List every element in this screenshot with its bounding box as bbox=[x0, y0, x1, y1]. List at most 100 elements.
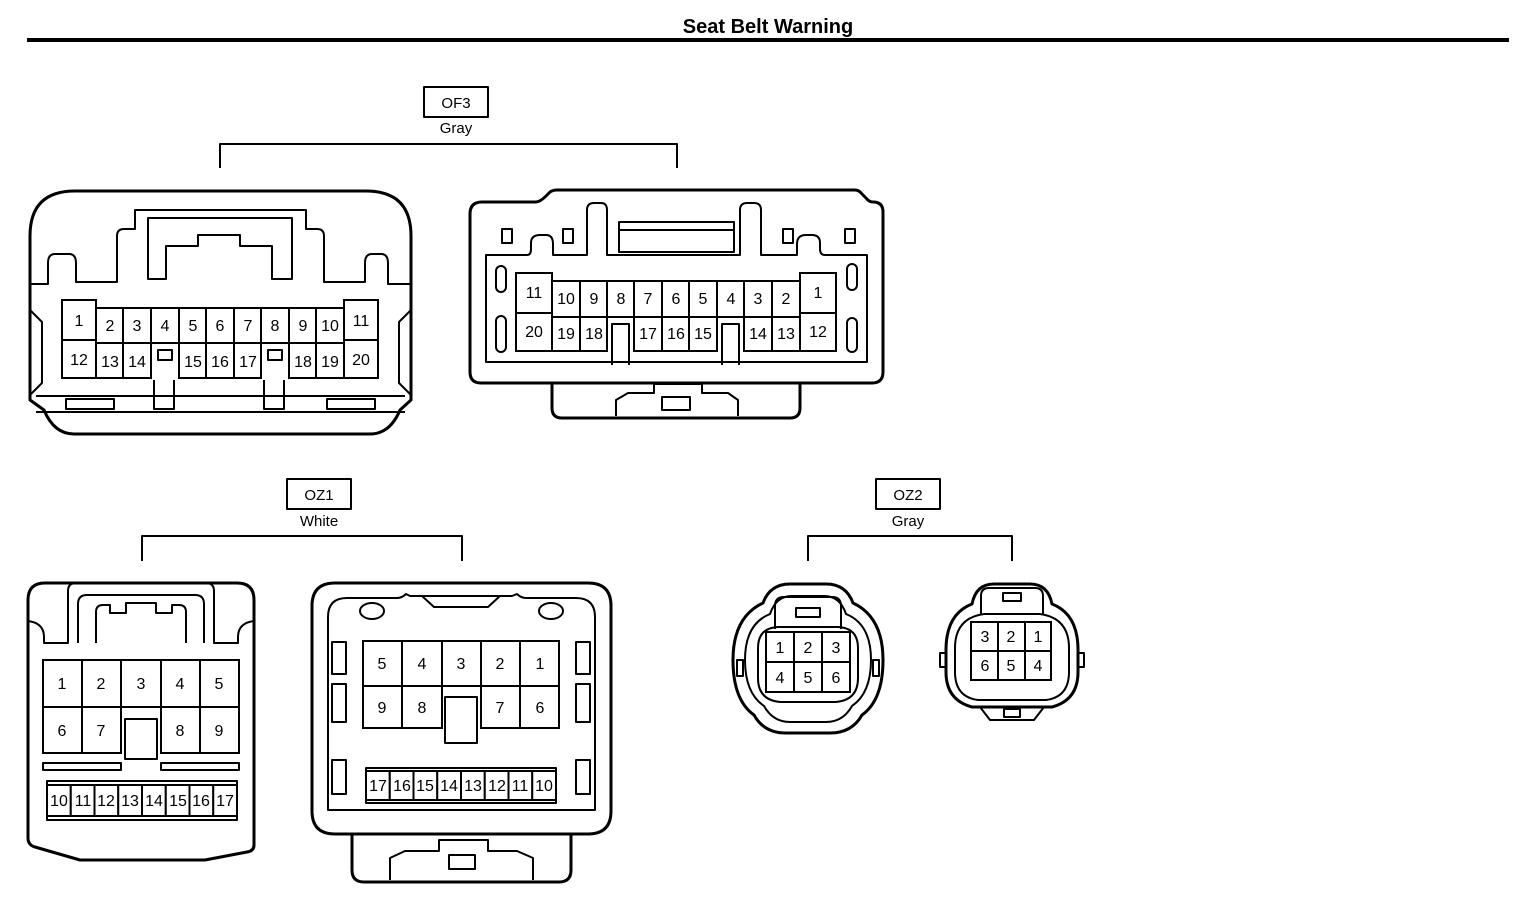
oz1-female-pin-grid: 1 2 3 4 5 6 7 8 9 10 11 12 13 14 15 16 1… bbox=[42, 659, 240, 821]
pin-label: 2 bbox=[97, 676, 106, 693]
pin-label: 5 bbox=[804, 670, 813, 687]
oz1-color: White bbox=[300, 513, 338, 530]
pin-label: 6 bbox=[536, 700, 545, 717]
pin-label: 1 bbox=[1034, 629, 1043, 646]
pin-label: 15 bbox=[694, 326, 712, 343]
pin-label: 1 bbox=[75, 313, 84, 330]
pin-label: 15 bbox=[416, 778, 434, 795]
pin-label: 1 bbox=[776, 640, 785, 657]
oz1-male-pin-grid: 5 4 3 2 1 9 8 7 6 17 16 15 14 13 12 11 1… bbox=[362, 640, 560, 804]
pin-label: 13 bbox=[121, 793, 139, 810]
pin-label: 7 bbox=[244, 318, 253, 335]
pin-label: 7 bbox=[496, 700, 505, 717]
pin-label: 19 bbox=[557, 326, 575, 343]
pin-label: 8 bbox=[271, 318, 280, 335]
oz2-id-box bbox=[875, 478, 941, 510]
pin-label: 4 bbox=[176, 676, 185, 693]
pin-label: 20 bbox=[525, 324, 543, 341]
of3-id-box bbox=[423, 86, 489, 118]
pin-label: 15 bbox=[169, 793, 187, 810]
of3-color: Gray bbox=[440, 120, 473, 137]
of3-female-pin-grid: 1 2 3 4 5 6 7 8 9 10 11 12 13 14 15 16 1… bbox=[61, 299, 379, 379]
pin-label: 3 bbox=[133, 318, 142, 335]
oz2-color: Gray bbox=[892, 513, 925, 530]
pin-label: 16 bbox=[393, 778, 411, 795]
pin-label: 17 bbox=[369, 778, 387, 795]
of3-id: OF3 bbox=[441, 95, 470, 112]
oz2-label: OZ2 Gray bbox=[807, 478, 1013, 561]
pin-label: 19 bbox=[321, 354, 339, 371]
oz2-female-connector: 1 2 3 4 5 6 bbox=[731, 582, 885, 735]
pin-label: 6 bbox=[981, 658, 990, 675]
pin-label: 14 bbox=[128, 354, 146, 371]
pin-label: 17 bbox=[216, 793, 234, 810]
pin-label: 2 bbox=[496, 656, 505, 673]
oz2-id: OZ2 bbox=[893, 487, 922, 504]
pin-label: 3 bbox=[137, 676, 146, 693]
pin-label: 3 bbox=[832, 640, 841, 657]
pin-label: 6 bbox=[216, 318, 225, 335]
pin-label: 5 bbox=[378, 656, 387, 673]
pin-label: 9 bbox=[299, 318, 308, 335]
pin-label: 11 bbox=[526, 285, 543, 302]
oz1-label: OZ1 White bbox=[141, 478, 463, 561]
pin-label: 2 bbox=[1007, 629, 1016, 646]
pin-label: 14 bbox=[749, 326, 767, 343]
pin-label: 4 bbox=[776, 670, 785, 687]
pin-label: 6 bbox=[58, 723, 67, 740]
pin-label: 3 bbox=[457, 656, 466, 673]
pin-label: 16 bbox=[192, 793, 210, 810]
pin-label: 12 bbox=[97, 793, 115, 810]
pin-label: 18 bbox=[294, 354, 312, 371]
pin-label: 14 bbox=[440, 778, 458, 795]
pin-label: 16 bbox=[211, 354, 229, 371]
pin-label: 4 bbox=[727, 291, 736, 308]
pin-label: 11 bbox=[75, 793, 92, 810]
pin-label: 3 bbox=[981, 629, 990, 646]
pin-label: 13 bbox=[777, 326, 795, 343]
oz2-male-pin-grid: 3 2 1 6 5 4 bbox=[970, 621, 1052, 681]
pin-label: 13 bbox=[464, 778, 482, 795]
pin-label: 18 bbox=[585, 326, 603, 343]
pin-label: 11 bbox=[353, 313, 370, 330]
pin-label: 2 bbox=[804, 640, 813, 657]
pin-label: 1 bbox=[58, 676, 67, 693]
pin-label: 10 bbox=[50, 793, 68, 810]
of3-bracket bbox=[219, 143, 678, 168]
pin-label: 10 bbox=[321, 318, 339, 335]
of3-female-connector: 1 2 3 4 5 6 7 8 9 10 11 12 13 14 15 16 1… bbox=[28, 189, 413, 436]
pin-label: 11 bbox=[512, 778, 529, 795]
pin-label: 4 bbox=[418, 656, 427, 673]
pin-label: 4 bbox=[161, 318, 170, 335]
pin-label: 2 bbox=[106, 318, 115, 335]
pin-label: 17 bbox=[239, 354, 257, 371]
pin-label: 5 bbox=[189, 318, 198, 335]
oz1-id-box bbox=[286, 478, 352, 510]
pin-label: 5 bbox=[699, 291, 708, 308]
pin-label: 6 bbox=[832, 670, 841, 687]
pin-label: 8 bbox=[176, 723, 185, 740]
pin-label: 7 bbox=[97, 723, 106, 740]
pin-label: 1 bbox=[814, 285, 823, 302]
oz1-bracket bbox=[141, 535, 463, 561]
oz2-male-connector: 3 2 1 6 5 4 bbox=[939, 582, 1085, 721]
pin-label: 12 bbox=[809, 324, 827, 341]
of3-male-connector: 11 10 9 8 7 6 5 4 3 2 1 20 19 18 17 16 1… bbox=[468, 188, 885, 420]
oz2-female-pin-grid: 1 2 3 4 5 6 bbox=[765, 631, 851, 693]
pin-label: 14 bbox=[145, 793, 163, 810]
pin-label: 2 bbox=[782, 291, 791, 308]
oz1-id: OZ1 bbox=[304, 487, 333, 504]
of3-male-pin-grid: 11 10 9 8 7 6 5 4 3 2 1 20 19 18 17 16 1… bbox=[515, 272, 837, 365]
pin-label: 16 bbox=[667, 326, 685, 343]
pin-label: 10 bbox=[557, 291, 575, 308]
pin-label: 9 bbox=[590, 291, 599, 308]
pin-label: 8 bbox=[418, 700, 427, 717]
pin-label: 12 bbox=[70, 352, 88, 369]
pin-label: 15 bbox=[184, 354, 202, 371]
pin-label: 1 bbox=[536, 656, 545, 673]
oz1-female-connector: 1 2 3 4 5 6 7 8 9 10 11 12 13 14 15 16 1… bbox=[26, 581, 256, 862]
pin-label: 9 bbox=[215, 723, 224, 740]
pin-label: 3 bbox=[754, 291, 763, 308]
page-title: Seat Belt Warning bbox=[683, 16, 853, 38]
